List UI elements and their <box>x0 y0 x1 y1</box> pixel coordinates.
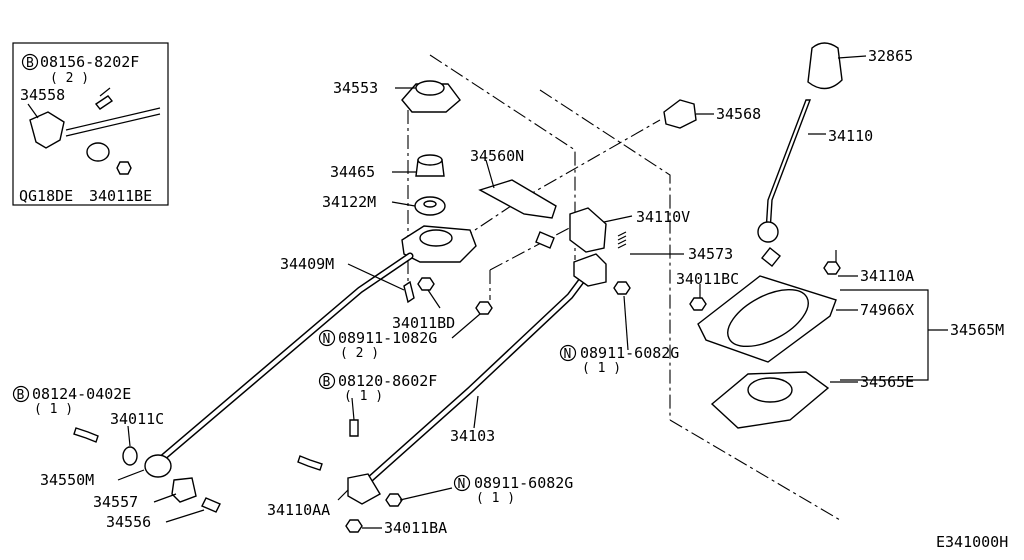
callout-b2-part: 08120-8602F <box>338 372 437 390</box>
leader-lines <box>117 159 837 529</box>
bush-34568-icon <box>663 99 697 129</box>
spring-icon <box>617 231 627 249</box>
callout-n1-part: 08911-1082G <box>338 329 437 347</box>
callout-n2-qty: ( 1 ) <box>582 361 621 376</box>
label-knob: 32865 <box>868 47 913 65</box>
inset-bracket-part: 34558 <box>20 86 65 104</box>
shift-knob-icon <box>807 42 843 90</box>
callout-b2-qty: ( 1 ) <box>344 389 383 404</box>
callout-b2-letter: B <box>323 375 331 390</box>
callout-b1-qty: ( 1 ) <box>34 402 73 417</box>
rod-lower-end-icon <box>347 473 381 505</box>
inset-bracket-icon <box>29 111 65 149</box>
label-boot-e: 34565E <box>860 373 914 391</box>
holder-v-icon <box>569 207 607 253</box>
part-labels: 32865 34110 34553 34568 34560N 34465 341… <box>40 47 1008 551</box>
callout-n1-letter: N <box>323 332 331 347</box>
label-lever: 34110 <box>828 127 873 145</box>
label-bush-34568: 34568 <box>716 105 761 123</box>
label-pin: 34556 <box>106 513 151 531</box>
label-seat: 34465 <box>330 163 375 181</box>
bracket-and-rods <box>144 99 714 513</box>
callout-n1: N 08911-1082G ( 2 ) <box>318 329 437 361</box>
callout-n1-qty: ( 2 ) <box>340 346 379 361</box>
rod-socket-icon <box>171 477 197 503</box>
inset-bushing-icon <box>86 142 110 162</box>
label-nut-bd: 34011BD <box>392 314 455 332</box>
callout-n3-letter: N <box>458 477 466 492</box>
inset-rod-icon <box>65 107 161 137</box>
inset-nut-icon <box>116 161 132 175</box>
bracket-n-icon <box>478 179 557 219</box>
diagram-id: E341000H <box>936 533 1008 551</box>
shift-lever-assembly <box>757 42 867 267</box>
boot-cap-stack <box>391 80 461 216</box>
label-seal-x: 74966X <box>860 301 914 319</box>
label-cover-assy: 34565M <box>950 321 1004 339</box>
inset-bolt-part: 08156-8202F <box>40 53 139 71</box>
label-bracket-m: 34409M <box>280 255 334 273</box>
label-control-rod: 34103 <box>450 427 495 445</box>
callout-n3: N 08911-6082G ( 1 ) <box>453 474 573 506</box>
label-bolt-a: 34110A <box>860 267 914 285</box>
inset-bolt-qty: ( 2 ) <box>50 71 89 86</box>
callout-n2-part: 08911-6082G <box>580 344 679 362</box>
rod-end-bushing-icon <box>144 454 172 478</box>
inset-bolt-circle-letter: B <box>26 56 34 71</box>
label-nut-ba: 34011BA <box>384 519 447 537</box>
lever-ball-icon <box>757 221 779 243</box>
inset-bolt-icon <box>94 95 114 110</box>
label-spring: 34573 <box>688 245 733 263</box>
callout-n3-qty: ( 1 ) <box>476 491 515 506</box>
label-boot-cap: 34553 <box>333 79 378 97</box>
pin-icon <box>201 497 221 513</box>
hardware <box>73 231 841 533</box>
cover-assembly <box>697 275 948 429</box>
callout-n2-letter: N <box>564 347 572 362</box>
callout-n2: N 08911-6082G ( 1 ) <box>559 344 679 376</box>
shift-lever-icon <box>765 99 812 233</box>
label-bolt-aa: 34110AA <box>267 501 330 519</box>
callout-n3-part: 08911-6082G <box>474 474 573 492</box>
inset-bolt-circle <box>21 53 39 71</box>
callout-b2: B 08120-8602F ( 1 ) <box>318 372 437 404</box>
inset-bushing-part: 34011BE <box>89 187 152 205</box>
callout-b1-letter: B <box>17 388 25 403</box>
label-socket: 34557 <box>93 493 138 511</box>
label-upper-bushing: 34122M <box>322 193 376 211</box>
label-holder-v: 34110V <box>636 208 690 226</box>
label-bracket-n: 34560N <box>470 147 524 165</box>
label-washer-c: 34011C <box>110 410 164 428</box>
inset-engine-code: QG18DE <box>19 187 73 205</box>
label-nut-bc: 34011BC <box>676 270 739 288</box>
label-rod-m: 34550M <box>40 471 94 489</box>
callout-b1: B 08124-0402E ( 1 ) <box>12 385 131 417</box>
inset-box: B 08156-8202F ( 2 ) 34558 QG18DE 34011BE <box>12 42 169 206</box>
callout-b1-part: 08124-0402E <box>32 385 131 403</box>
